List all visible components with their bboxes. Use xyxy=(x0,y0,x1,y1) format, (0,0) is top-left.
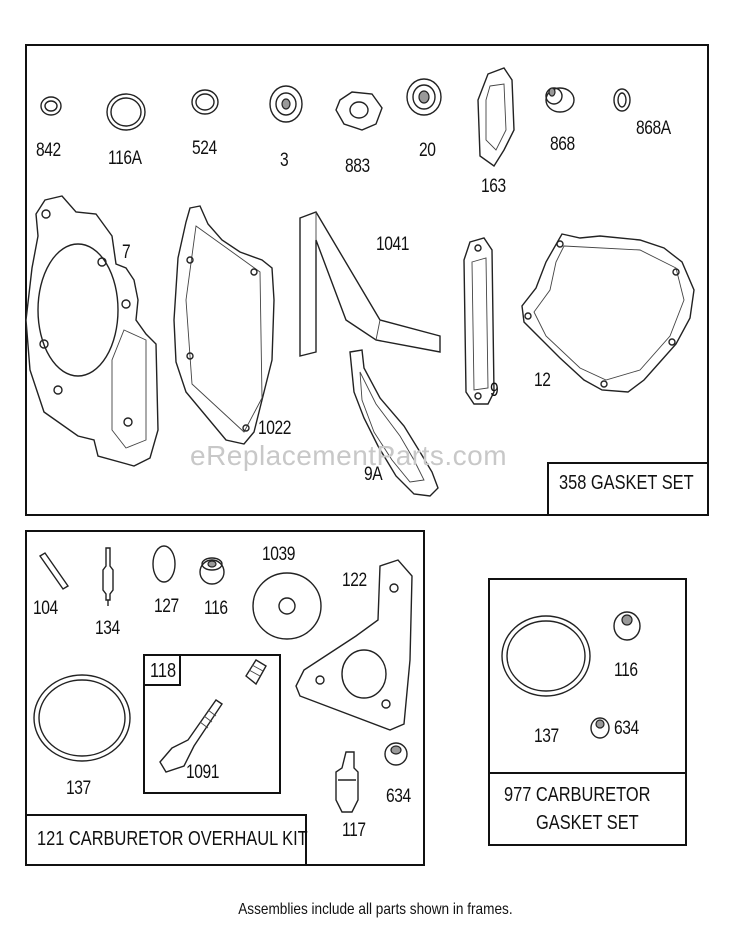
part-1091-valve xyxy=(159,659,267,773)
carb-gasket-set-label-line1: 977 CARBURETOR xyxy=(504,784,651,806)
part-137-ring xyxy=(33,674,131,762)
part-label-842: 842 xyxy=(36,140,61,161)
part-label-9: 9 xyxy=(490,380,499,401)
part-1039-washer xyxy=(252,572,322,640)
sub-kit-118-label: 118 xyxy=(150,660,177,682)
part-12-crankcase-gasket xyxy=(521,233,695,393)
part-3-seal xyxy=(269,85,303,123)
part-label-122: 122 xyxy=(342,570,367,591)
part-9-gasket xyxy=(463,237,495,405)
part-label-3: 3 xyxy=(280,150,289,171)
part-7-head-gasket xyxy=(25,195,159,467)
part-label-868: 868 xyxy=(550,134,575,155)
part-20-seal xyxy=(406,78,442,116)
part-label-137: 137 xyxy=(534,726,559,747)
part-117-jet xyxy=(335,751,359,813)
part-122-gasket xyxy=(295,559,413,731)
sub-kit-118-frame xyxy=(143,654,281,794)
part-label-116: 116 xyxy=(204,598,228,619)
watermark: eReplacementParts.com xyxy=(190,440,508,471)
part-104-pin xyxy=(38,552,70,590)
gasket-set-label: 358 GASKET SET xyxy=(559,472,694,494)
part-9A-gasket xyxy=(349,349,439,497)
part-label-116A: 116A xyxy=(108,148,142,169)
part-label-634: 634 xyxy=(386,786,411,807)
part-label-137: 137 xyxy=(66,778,91,799)
part-634-bushing xyxy=(384,742,408,766)
part-label-1091: 1091 xyxy=(186,762,220,783)
assemblies-note-text: Assemblies include all parts shown in fr… xyxy=(237,901,513,918)
part-label-12: 12 xyxy=(534,370,551,391)
carb-overhaul-kit-label: 121 CARBURETOR OVERHAUL KIT xyxy=(37,828,308,850)
part-label-1039: 1039 xyxy=(262,544,296,565)
part-868-plug xyxy=(545,87,575,113)
carb-gasket-set-label-box: 977 CARBURETOR GASKET SET xyxy=(488,772,687,846)
part-label-134: 134 xyxy=(95,618,120,639)
assemblies-note: Assemblies include all parts shown in fr… xyxy=(0,901,750,919)
part-label-127: 127 xyxy=(154,596,179,617)
part-label-868A: 868A xyxy=(636,118,671,139)
part-116-bushing xyxy=(199,557,225,585)
part-label-116: 116 xyxy=(614,660,638,681)
gasket-set-label-box: 358 GASKET SET xyxy=(547,462,709,516)
part-163-gasket xyxy=(477,67,515,168)
part-842-washer xyxy=(40,96,62,116)
part-134-needle xyxy=(102,547,114,606)
carb-gasket-set-label-line2: GASKET SET xyxy=(536,812,639,834)
carb-overhaul-kit-label-box: 121 CARBURETOR OVERHAUL KIT xyxy=(25,814,308,866)
part-label-1022: 1022 xyxy=(258,418,292,439)
part-1041-bracket xyxy=(299,211,441,357)
part-634-bushing xyxy=(590,717,610,739)
sub-kit-118-label-box: 118 xyxy=(143,654,181,686)
gasket-set-frame xyxy=(25,44,709,516)
part-137-ring xyxy=(501,615,591,697)
part-524-ring xyxy=(191,89,219,115)
part-1022-gasket xyxy=(173,205,275,445)
part-label-104: 104 xyxy=(33,598,58,619)
part-label-7: 7 xyxy=(122,242,131,263)
part-868A-washer xyxy=(613,88,631,112)
part-116-bushing xyxy=(613,611,641,641)
part-label-883: 883 xyxy=(345,156,370,177)
part-127-plug xyxy=(152,545,176,583)
part-label-634: 634 xyxy=(614,718,639,739)
part-label-163: 163 xyxy=(481,176,506,197)
part-116A-ring xyxy=(106,93,146,131)
part-label-117: 117 xyxy=(342,820,366,841)
part-label-524: 524 xyxy=(192,138,217,159)
part-label-20: 20 xyxy=(419,140,436,161)
part-label-9A: 9A xyxy=(364,464,383,485)
part-label-1041: 1041 xyxy=(376,234,410,255)
part-883-gasket xyxy=(335,91,383,131)
